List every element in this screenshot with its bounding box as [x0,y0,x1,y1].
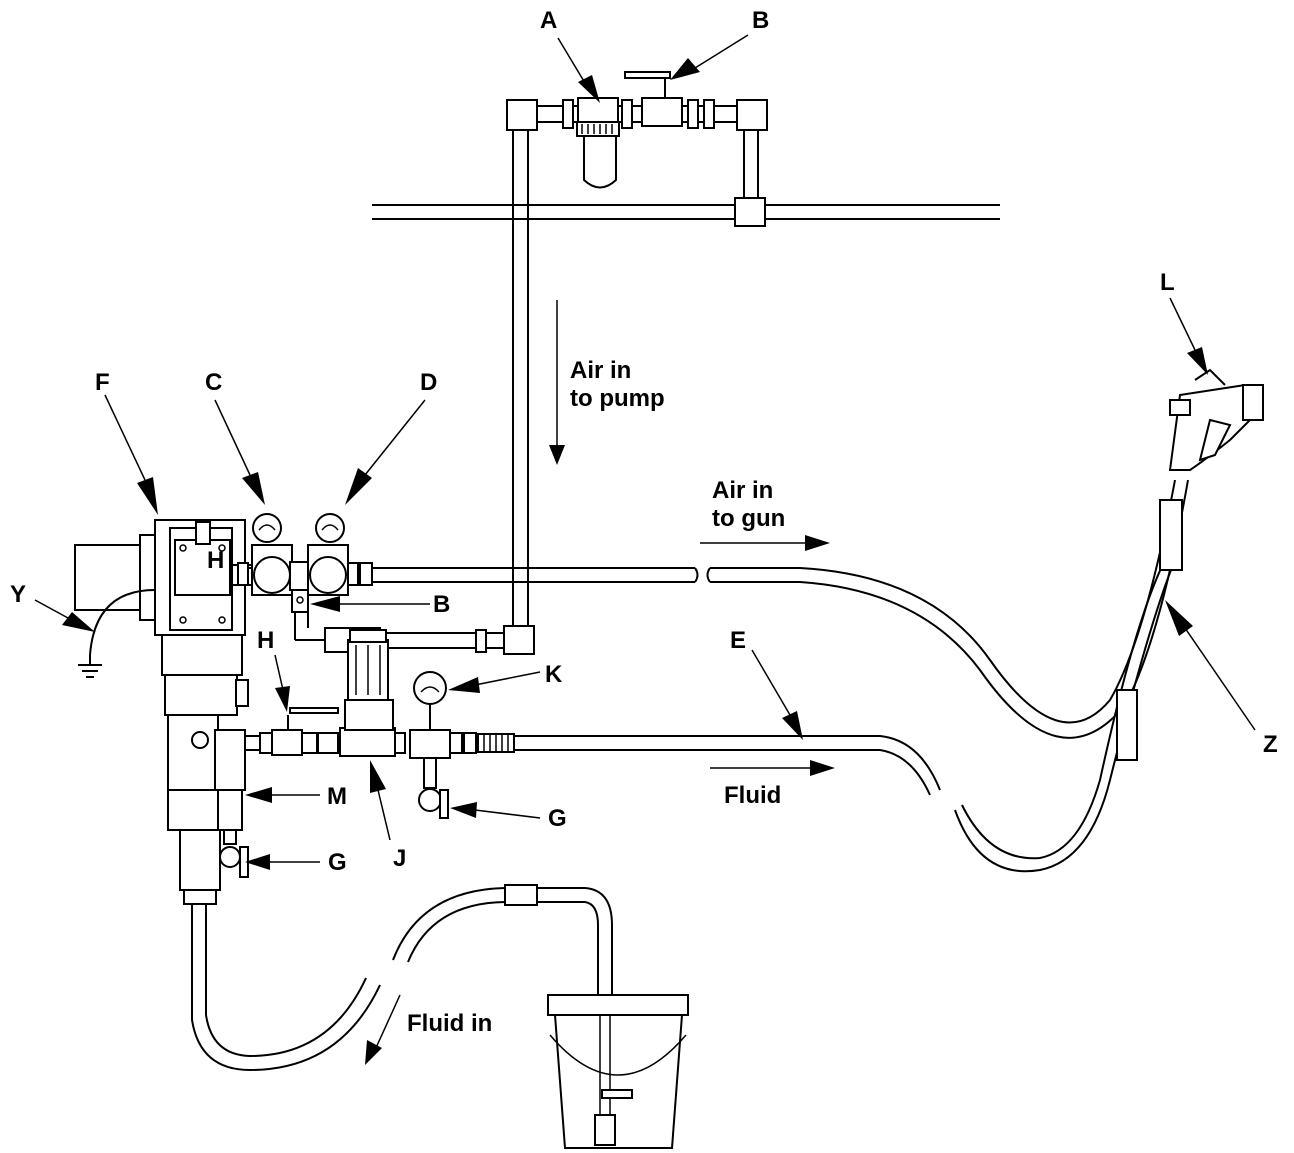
note-air-gun-line1: Air in [712,477,773,504]
flow-notes: Air in to pump Air in to gun Fluid Fluid… [407,357,785,1037]
note-air-pump-line2: to pump [570,385,665,412]
label-g-left: G [328,849,347,876]
label-d: D [420,369,437,396]
main-air-line [372,197,1000,227]
label-b-mid: B [433,591,450,618]
pump-air-motor [74,519,253,905]
spray-gun [1168,368,1264,471]
label-z: Z [1263,731,1278,758]
label-j: J [393,845,406,872]
fluid-hose-to-gun [514,499,1183,873]
suction-hose [191,884,613,1072]
label-a: A [540,7,557,34]
label-b-top: B [752,7,769,34]
air-drop-assembly [506,71,768,630]
label-y: Y [10,581,26,608]
label-g-right: G [548,805,567,832]
label-h-pump: H [207,547,224,574]
label-l: L [1160,269,1175,296]
leader-lines [34,34,1256,870]
label-m: M [327,783,347,810]
air-regulators [237,513,373,613]
fluid-manifold [214,629,515,878]
note-fluid: Fluid [724,782,781,809]
flow-arrows [365,300,835,1065]
label-f: F [95,369,110,396]
label-e: E [730,627,746,654]
fluid-pail [547,994,689,1149]
note-air-gun-line2: to gun [712,505,785,532]
label-k: K [545,661,563,688]
ground-wire [78,589,156,678]
callout-labels: A B L F C D H Y B H E K Z M G G J [10,7,1278,876]
label-h-valve: H [257,627,274,654]
label-c: C [205,369,222,396]
note-air-pump-line1: Air in [570,357,631,384]
note-fluid-in: Fluid in [407,1010,492,1037]
